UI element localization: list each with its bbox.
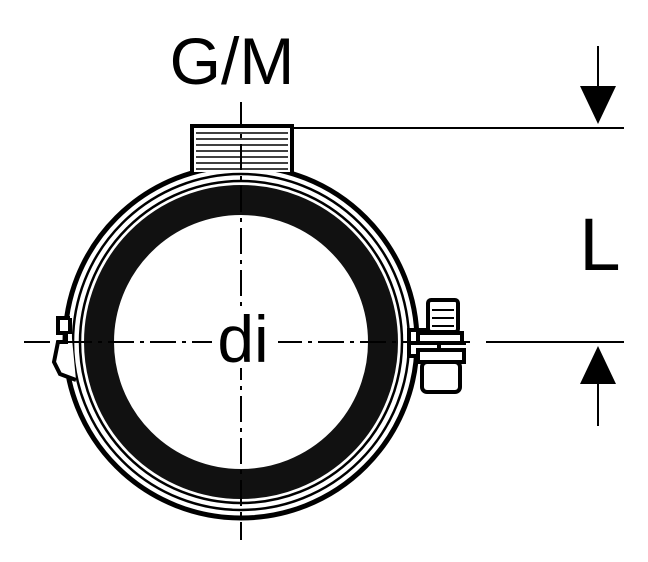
di-label-background: [212, 310, 278, 368]
length-dimension: [292, 46, 624, 426]
arrow-down-icon: [580, 86, 616, 124]
length-label: L: [579, 203, 620, 286]
thread-size-label: G/M: [170, 24, 295, 98]
screw-assembly: [407, 298, 466, 394]
arrow-up-icon: [580, 346, 616, 384]
inner-diameter-label: di: [217, 302, 268, 376]
